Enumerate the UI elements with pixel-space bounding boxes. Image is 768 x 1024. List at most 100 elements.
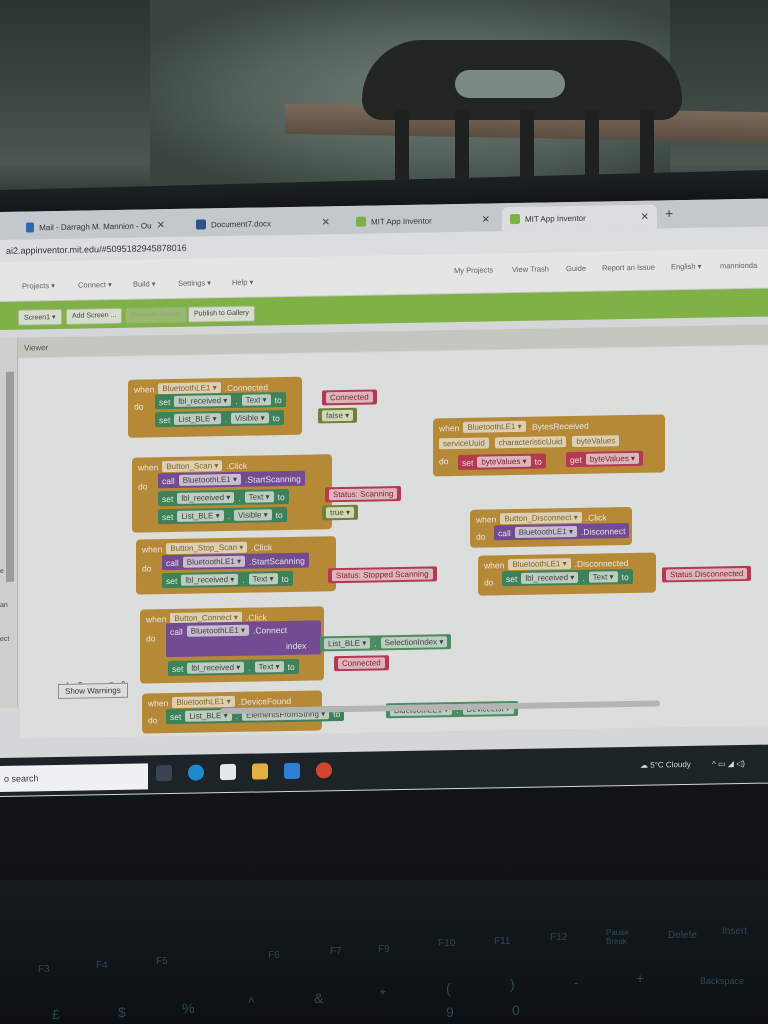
call-start-scanning[interactable]: call BluetoothLE1 ▾ .StartScanning — [158, 470, 305, 489]
component-dropdown[interactable]: BluetoothLE1 ▾ — [182, 555, 246, 568]
text-value[interactable]: Status: Scanning — [329, 488, 398, 501]
call-start-scanning[interactable]: call BluetoothLE1 ▾ .StartScanning — [162, 552, 309, 571]
mail-icon[interactable] — [284, 762, 300, 780]
property-dropdown[interactable]: Visible ▾ — [233, 509, 272, 521]
set-lbl-received-text[interactable]: set lbl_received ▾ . Text ▾ to — [155, 392, 286, 410]
component-dropdown[interactable]: BluetoothLE1 ▾ — [508, 558, 571, 571]
tab-label: MIT App Inventor — [371, 215, 432, 227]
link-guide[interactable]: Guide — [566, 263, 587, 274]
weather-widget[interactable]: ☁ 5°C Cloudy — [640, 759, 691, 770]
account-menu[interactable]: mannionda — [720, 260, 758, 271]
palette-panel: e an ect — [0, 337, 18, 708]
property-dropdown[interactable]: Text ▾ — [241, 394, 271, 406]
screen-select[interactable]: Screen1 ▾ — [18, 308, 62, 326]
component-dropdown[interactable]: List_BLE ▾ — [324, 637, 371, 650]
set-lbl-received-text[interactable]: set lbl_received ▾ . Text ▾ to — [502, 568, 633, 587]
system-tray-icons[interactable]: ^ ▭ ◢ ◁) — [712, 758, 745, 769]
boolean-literal[interactable]: false ▾ — [318, 407, 358, 424]
set-lbl-received-text[interactable]: set lbl_received ▾ . Text ▾ to — [168, 658, 299, 677]
close-icon[interactable]: ✕ — [156, 219, 165, 231]
close-icon[interactable]: ✕ — [321, 216, 330, 228]
task-view-icon[interactable] — [156, 764, 172, 782]
key-label: 9 — [446, 1004, 454, 1020]
boolean-literal[interactable]: true ▾ — [322, 504, 359, 521]
component-dropdown[interactable]: List_BLE ▾ — [174, 413, 221, 425]
set-lbl-received-text[interactable]: set lbl_received ▾ . Text ▾ to — [158, 488, 289, 507]
new-tab-button[interactable]: + — [665, 205, 674, 222]
component-dropdown[interactable]: Button_Scan ▾ — [162, 460, 223, 473]
show-warnings-button[interactable]: Show Warnings — [58, 682, 128, 699]
variable-dropdown[interactable]: byteValues ▾ — [585, 452, 640, 465]
component-dropdown[interactable]: BluetoothLE1 ▾ — [186, 624, 250, 637]
keyword-set: set — [162, 493, 174, 504]
text-literal[interactable]: Status: Stopped Scanning — [328, 566, 437, 584]
property-dropdown[interactable]: Text ▾ — [244, 491, 274, 503]
component-dropdown[interactable]: lbl_received ▾ — [181, 573, 239, 586]
call-disconnect[interactable]: call BluetoothLE1 ▾ .Disconnect — [494, 523, 630, 541]
component-dropdown[interactable]: lbl_received ▾ — [187, 661, 245, 674]
text-literal[interactable]: Status: Scanning — [325, 485, 402, 503]
set-list-visible[interactable]: set List_BLE ▾ . Visible ▾ to — [155, 410, 284, 428]
close-icon[interactable]: ✕ — [481, 213, 490, 226]
call-connect[interactable]: call BluetoothLE1 ▾ .Connect index — [166, 620, 321, 658]
param-service-uuid[interactable]: serviceUuid — [439, 437, 489, 450]
tab-app-inventor-2[interactable]: MIT App Inventor ✕ — [502, 204, 657, 232]
menu-connect[interactable]: Connect ▾ — [78, 280, 112, 290]
text-value[interactable]: Status: Stopped Scanning — [332, 568, 433, 582]
set-byte-values[interactable]: set byteValues ▾ to — [458, 453, 546, 471]
component-dropdown[interactable]: lbl_received ▾ — [174, 394, 232, 407]
text-value[interactable]: Connected — [338, 657, 385, 670]
component-dropdown[interactable]: lbl_received ▾ — [177, 491, 235, 504]
get-list-selection-index[interactable]: List_BLE ▾ . SelectionIndex ▾ — [320, 634, 452, 652]
text-literal[interactable]: Connected — [322, 389, 377, 406]
menu-help[interactable]: Help ▾ — [232, 277, 254, 287]
keyword-set: set — [166, 575, 178, 586]
property-dropdown[interactable]: Visible ▾ — [230, 412, 269, 424]
param-byte-values[interactable]: byteValues — [572, 435, 620, 448]
close-icon[interactable]: ✕ — [640, 211, 649, 223]
chrome-icon[interactable] — [316, 762, 332, 779]
store-icon[interactable] — [220, 763, 236, 781]
boolean-dropdown[interactable]: true ▾ — [326, 506, 355, 519]
component-dropdown[interactable]: BluetoothLE1 ▾ — [172, 695, 235, 708]
get-variable[interactable]: get byteValues ▾ — [566, 450, 644, 468]
text-literal[interactable]: Connected — [334, 655, 389, 672]
component-dropdown[interactable]: List_BLE ▾ — [177, 510, 224, 522]
link-my-projects[interactable]: My Projects — [454, 265, 494, 276]
boolean-dropdown[interactable]: false ▾ — [322, 409, 354, 422]
property-dropdown[interactable]: Text ▾ — [248, 573, 278, 585]
add-screen-button[interactable]: Add Screen ... — [66, 307, 123, 325]
component-dropdown[interactable]: BluetoothLE1 ▾ — [463, 420, 526, 433]
property-dropdown[interactable]: SelectionIndex ▾ — [380, 636, 448, 649]
variable-dropdown[interactable]: byteValues ▾ — [477, 455, 531, 468]
menu-projects[interactable]: Projects ▾ — [22, 281, 55, 291]
tab-app-inventor-1[interactable]: MIT App Inventor ✕ — [348, 207, 498, 234]
tab-mail[interactable]: Mail - Darragh M. Mannion - Ou ✕ — [18, 213, 173, 240]
file-explorer-icon[interactable] — [252, 763, 268, 780]
set-lbl-received-text[interactable]: set lbl_received ▾ . Text ▾ to — [162, 570, 293, 589]
link-report-issue[interactable]: Report an Issue — [602, 262, 655, 273]
property-dropdown[interactable]: Text ▾ — [254, 661, 284, 673]
link-view-trash[interactable]: View Trash — [512, 264, 549, 275]
menu-build[interactable]: Build ▾ — [133, 279, 156, 289]
component-dropdown[interactable]: lbl_received ▾ — [521, 571, 579, 584]
edge-icon[interactable] — [188, 764, 204, 781]
publish-gallery-button[interactable]: Publish to Gallery — [188, 305, 255, 323]
component-dropdown[interactable]: Button_Disconnect ▾ — [500, 511, 582, 525]
event-name: .Disconnected — [574, 557, 629, 569]
menu-settings[interactable]: Settings ▾ — [178, 278, 211, 288]
panel-scrollbar[interactable] — [6, 371, 14, 582]
component-dropdown[interactable]: BluetoothLE1 ▾ — [178, 473, 242, 486]
set-list-visible[interactable]: set List_BLE ▾ . Visible ▾ to — [158, 506, 287, 525]
remove-screen-button[interactable]: Remove Screen — [125, 306, 188, 324]
tab-document[interactable]: Document7.docx ✕ — [188, 210, 338, 237]
param-characteristic-uuid[interactable]: characteristicUuid — [494, 436, 567, 449]
language-select[interactable]: English ▾ — [671, 261, 702, 272]
component-dropdown[interactable]: Button_Stop_Scan ▾ — [166, 541, 248, 555]
text-value[interactable]: Status Disconnected — [666, 567, 748, 581]
component-dropdown[interactable]: BluetoothLE1 ▾ — [514, 525, 578, 539]
taskbar-search[interactable]: o search — [0, 763, 148, 792]
text-value[interactable]: Connected — [326, 391, 373, 404]
property-dropdown[interactable]: Text ▾ — [588, 571, 618, 583]
text-literal[interactable]: Status Disconnected — [662, 565, 752, 583]
